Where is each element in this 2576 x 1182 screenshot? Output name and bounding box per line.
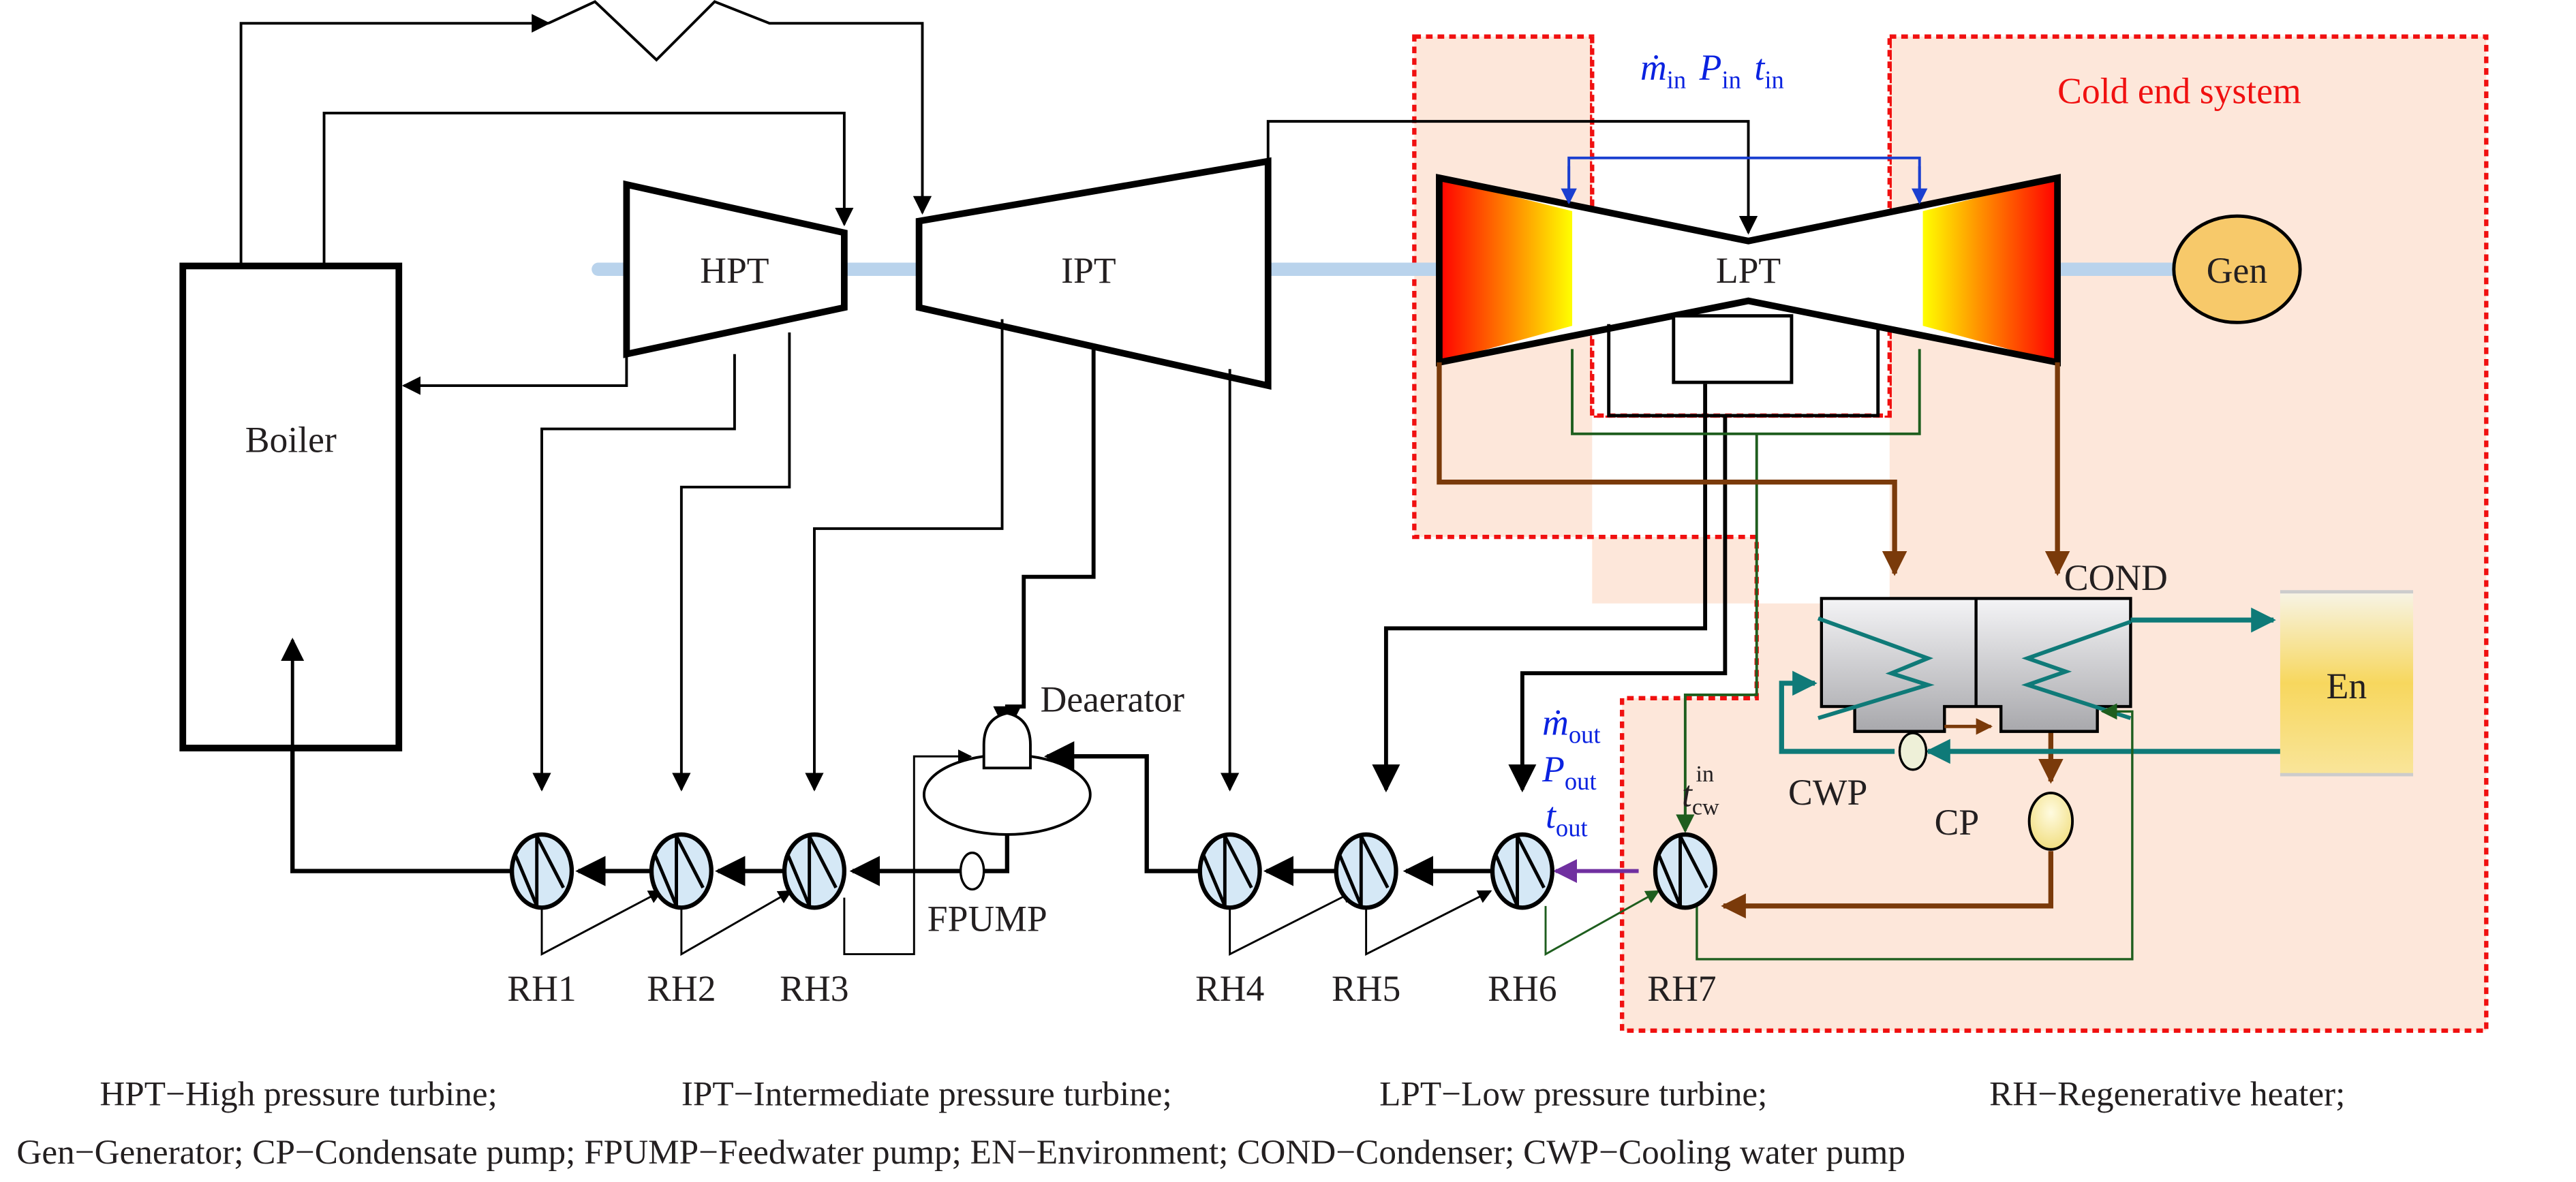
feedwater-lines xyxy=(290,741,1496,886)
heater-rh7 xyxy=(1653,832,1717,910)
cw-inlet-temp: tcwin xyxy=(1682,762,1719,820)
cold-end-boundary xyxy=(1412,34,2489,1033)
heater-rh1 xyxy=(509,832,574,910)
rh7-drain-line xyxy=(1696,703,2134,961)
extraction-lines xyxy=(532,319,1728,793)
caption: HPT−High pressure turbine; IPT−Intermedi… xyxy=(16,1075,2345,1172)
cooling-water-lines xyxy=(1779,607,2280,764)
caption-ipt: IPT−Intermediate pressure turbine; xyxy=(681,1075,1172,1114)
gen-label: Gen xyxy=(2207,250,2268,291)
lpt-label: LPT xyxy=(1716,250,1781,291)
green-bleed-line xyxy=(1571,349,1921,828)
heater-label-rh5: RH5 xyxy=(1332,968,1400,1009)
heater-label-rh6: RH6 xyxy=(1488,968,1557,1009)
cwp-label: CWP xyxy=(1788,772,1867,813)
svg-text:Pout: Pout xyxy=(1542,749,1597,795)
svg-text:ṁout: ṁout xyxy=(1542,702,1600,748)
steam-lines xyxy=(239,0,1758,749)
deaerator-label: Deaerator xyxy=(1041,679,1185,719)
heater-label-rh7: RH7 xyxy=(1647,968,1716,1009)
heater-rh6 xyxy=(1490,832,1554,910)
hpt-label: HPT xyxy=(700,250,769,291)
condenser xyxy=(1817,597,2132,735)
ipt-turbine xyxy=(915,157,1272,390)
caption-rh: RH−Regenerative heater; xyxy=(1989,1075,2345,1114)
hpt-turbine xyxy=(623,180,848,358)
outlet-params: ṁout Pout tout xyxy=(1542,702,1600,841)
cp-pump xyxy=(2027,791,2074,851)
fpump-label: FPUMP xyxy=(927,898,1047,939)
cwp-pump xyxy=(1898,732,1928,771)
en-label: En xyxy=(2327,666,2367,706)
cp-label: CP xyxy=(1935,802,1980,843)
fpump xyxy=(959,852,985,891)
heater-rh4 xyxy=(1197,832,1262,910)
caption-lpt: LPT−Low pressure turbine; xyxy=(1379,1075,1767,1114)
caption-hpt: HPT−High pressure turbine; xyxy=(99,1075,497,1114)
heater-label-rh4: RH4 xyxy=(1195,968,1264,1009)
heater-labels: RH1 RH2 RH3 RH4 RH5 RH6 RH7 xyxy=(507,968,1716,1009)
drain-lines xyxy=(540,749,1492,957)
heater-label-rh1: RH1 xyxy=(507,968,576,1009)
boiler-label: Boiler xyxy=(245,420,337,461)
heater-rh3 xyxy=(782,832,847,910)
heater-label-rh3: RH3 xyxy=(780,968,848,1009)
deaerator xyxy=(922,711,1092,836)
generator xyxy=(2172,214,2302,324)
heaters xyxy=(509,832,1717,910)
ipt-label: IPT xyxy=(1061,250,1116,291)
caption-line2: Gen−Generator; CP−Condensate pump; FPUMP… xyxy=(16,1133,1905,1172)
heater-label-rh2: RH2 xyxy=(647,968,716,1009)
svg-text:tout: tout xyxy=(1546,795,1588,841)
cold-end-label: Cold end system xyxy=(2057,70,2301,111)
heater-rh2 xyxy=(649,832,714,910)
lpt-turbine xyxy=(1436,174,2061,418)
cond-label: COND xyxy=(2064,557,2168,598)
heater-rh5 xyxy=(1334,832,1398,910)
environment xyxy=(2280,590,2414,777)
